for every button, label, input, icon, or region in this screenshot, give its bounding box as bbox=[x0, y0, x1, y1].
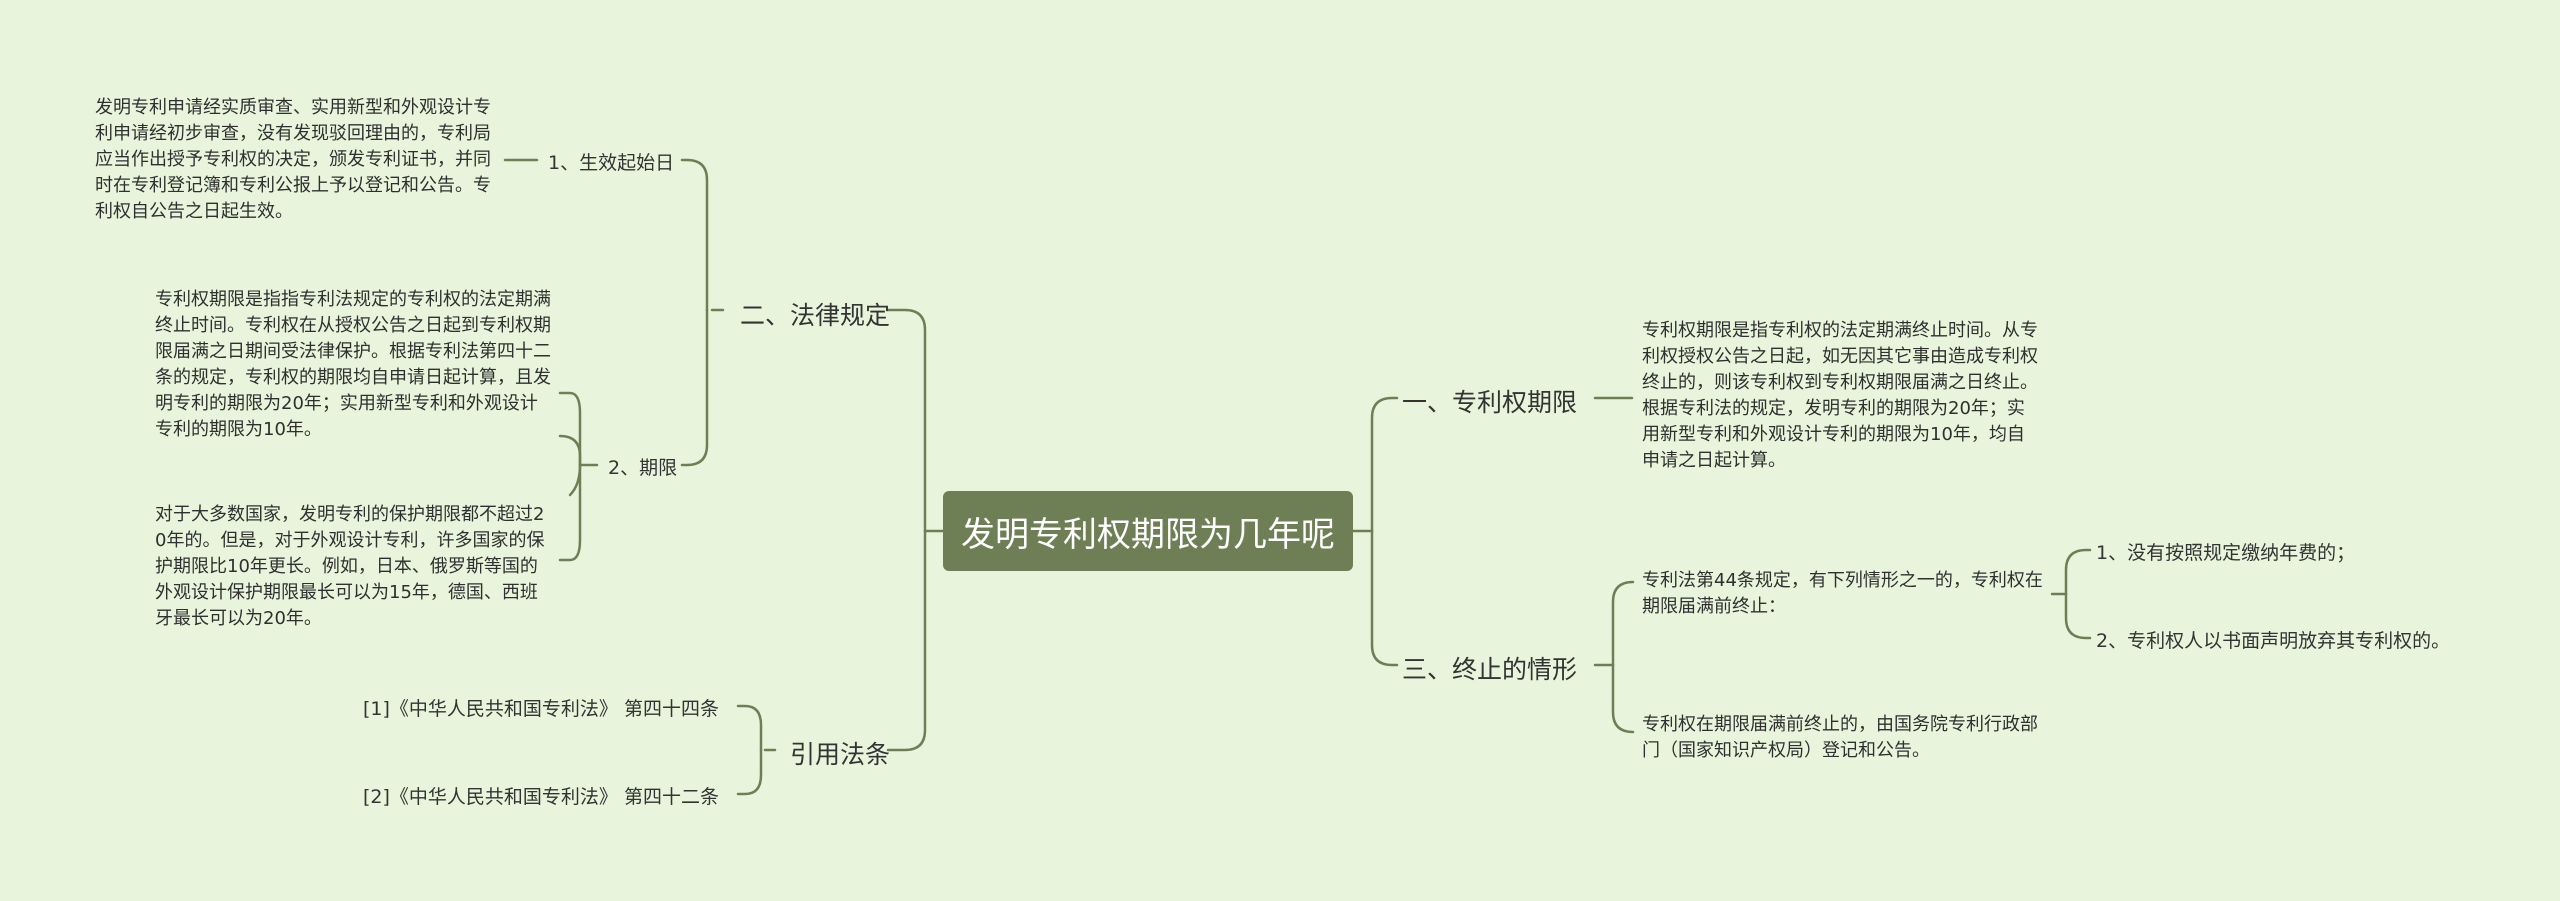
topic-termination[interactable]: 三、终止的情形 bbox=[1402, 655, 1578, 684]
termination-intro-text: 专利法第44条规定，有下列情形之一的，专利权在期限届满前终止： bbox=[1642, 570, 2043, 617]
topic-patent-term[interactable]: 一、专利权期限 bbox=[1402, 388, 1578, 417]
citation-item-1[interactable]: [1]《中华人民共和国专利法》 第四十四条 bbox=[363, 698, 719, 720]
termination-note-text: 专利权在期限届满前终止的，由国务院专利行政部门（国家知识产权局）登记和公告。 bbox=[1642, 714, 2038, 761]
term-text-2: 对于大多数国家，发明专利的保护期限都不超过20年的。但是，对于外观设计专利，许多… bbox=[155, 504, 545, 629]
effective-date-text: 发明专利申请经实质审查、实用新型和外观设计专利申请经初步审查，没有发现驳回理由的… bbox=[95, 97, 491, 222]
termination-case-2[interactable]: 2、专利权人以书面声明放弃其专利权的。 bbox=[2096, 630, 2451, 652]
termination-case-1[interactable]: 1、没有按照规定缴纳年费的； bbox=[2096, 542, 2356, 564]
term-text-1: 专利权期限是指指专利法规定的专利权的法定期满终止时间。专利权在从授权公告之日起到… bbox=[155, 289, 551, 440]
topic-legal-provisions[interactable]: 二、法律规定 bbox=[740, 301, 891, 330]
root-topic[interactable]: 发明专利权期限为几年呢 bbox=[943, 491, 1353, 571]
topic-citations[interactable]: 引用法条 bbox=[790, 740, 891, 769]
patent-term-text: 专利权期限是指专利权的法定期满终止时间。从专利权授权公告之日起，如无因其它事由造… bbox=[1642, 320, 2038, 471]
topic-effective-date[interactable]: 1、生效起始日 bbox=[548, 152, 675, 174]
citation-item-2[interactable]: [2]《中华人民共和国专利法》 第四十二条 bbox=[363, 786, 719, 808]
topic-term[interactable]: 2、期限 bbox=[608, 457, 678, 479]
